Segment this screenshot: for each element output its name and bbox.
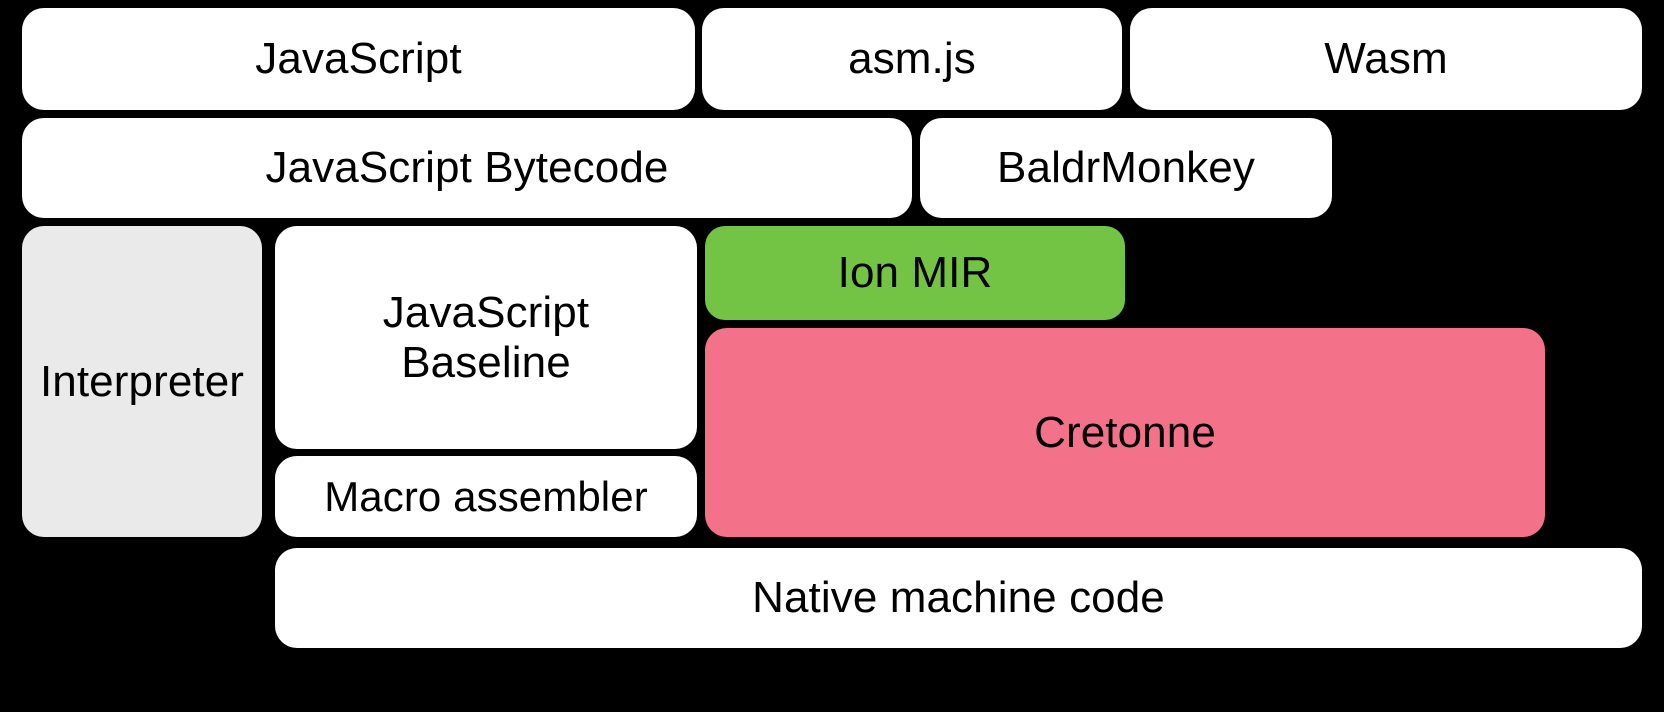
node-wasm[interactable]: Wasm (1130, 8, 1642, 110)
node-javascript-bytecode[interactable]: JavaScript Bytecode (22, 118, 912, 218)
node-interpreter[interactable]: Interpreter (22, 226, 262, 537)
node-javascript[interactable]: JavaScript (22, 8, 695, 110)
node-cretonne[interactable]: Cretonne (705, 328, 1545, 537)
node-javascript-baseline[interactable]: JavaScript Baseline (275, 226, 697, 449)
node-asm-js[interactable]: asm.js (702, 8, 1122, 110)
node-native-machine-code[interactable]: Native machine code (275, 548, 1642, 648)
node-ion-mir[interactable]: Ion MIR (705, 226, 1125, 320)
node-baldrmonkey[interactable]: BaldrMonkey (920, 118, 1332, 218)
node-macro-assembler[interactable]: Macro assembler (275, 456, 697, 537)
